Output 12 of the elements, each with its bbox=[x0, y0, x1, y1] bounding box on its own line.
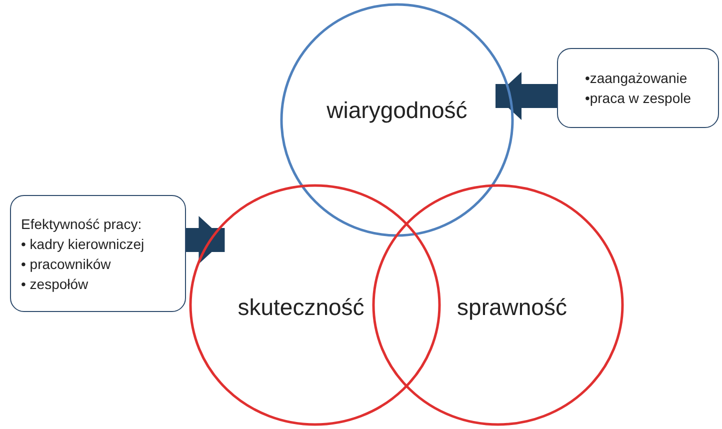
list-item: • zespołów bbox=[21, 274, 90, 294]
list-item: •praca w zespole bbox=[584, 89, 692, 108]
circle-label: sprawność bbox=[457, 294, 567, 320]
circle-label: skuteczność bbox=[238, 294, 364, 320]
list-item: • pracowników bbox=[21, 254, 112, 274]
list-item: •zaangażowanie bbox=[584, 69, 688, 88]
circle-label: wiarygodność bbox=[326, 96, 468, 124]
list-item: Efektywność pracy: bbox=[21, 214, 143, 234]
list-item: • kadry kierowniczej bbox=[21, 234, 144, 254]
block-arrow bbox=[186, 216, 225, 264]
text-box bbox=[557, 48, 719, 128]
text-box bbox=[10, 195, 186, 312]
